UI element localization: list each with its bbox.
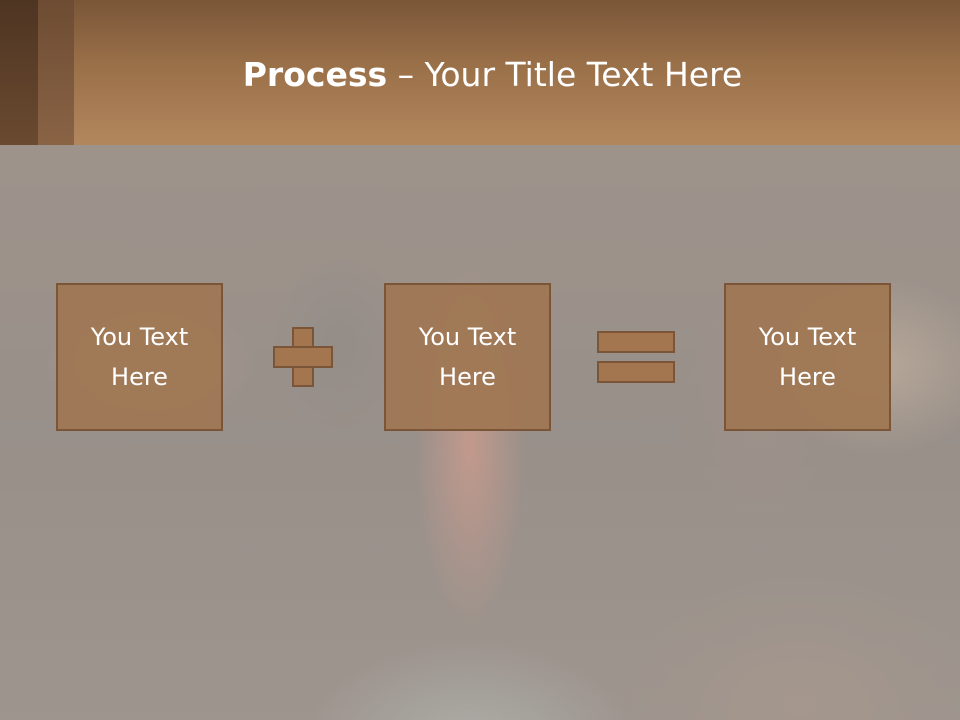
plus-icon [273,327,335,389]
slide-title: Process – Your Title Text Here [0,54,960,96]
title-bold: Process [242,55,388,94]
process-box-2-line2: Here [439,363,496,391]
process-box-1-line2: Here [111,363,168,391]
process-box-3-text: You Text Here [759,317,857,397]
accent-strip-mid [38,0,74,145]
process-box-3-line2: Here [779,363,836,391]
process-box-1[interactable]: You Text Here [56,283,223,431]
process-box-2-text: You Text Here [419,317,517,397]
process-box-1-text: You Text Here [91,317,189,397]
process-box-1-line1: You Text [90,323,189,351]
accent-strip-dark [0,0,38,145]
process-box-2-line1: You Text [418,323,517,351]
background-overlay [0,145,960,720]
process-box-3[interactable]: You Text Here [724,283,891,431]
equals-icon [597,331,675,383]
title-rest: – Your Title Text Here [387,55,743,94]
process-box-3-line1: You Text [758,323,857,351]
title-band: Process – Your Title Text Here [0,0,960,145]
process-box-2[interactable]: You Text Here [384,283,551,431]
